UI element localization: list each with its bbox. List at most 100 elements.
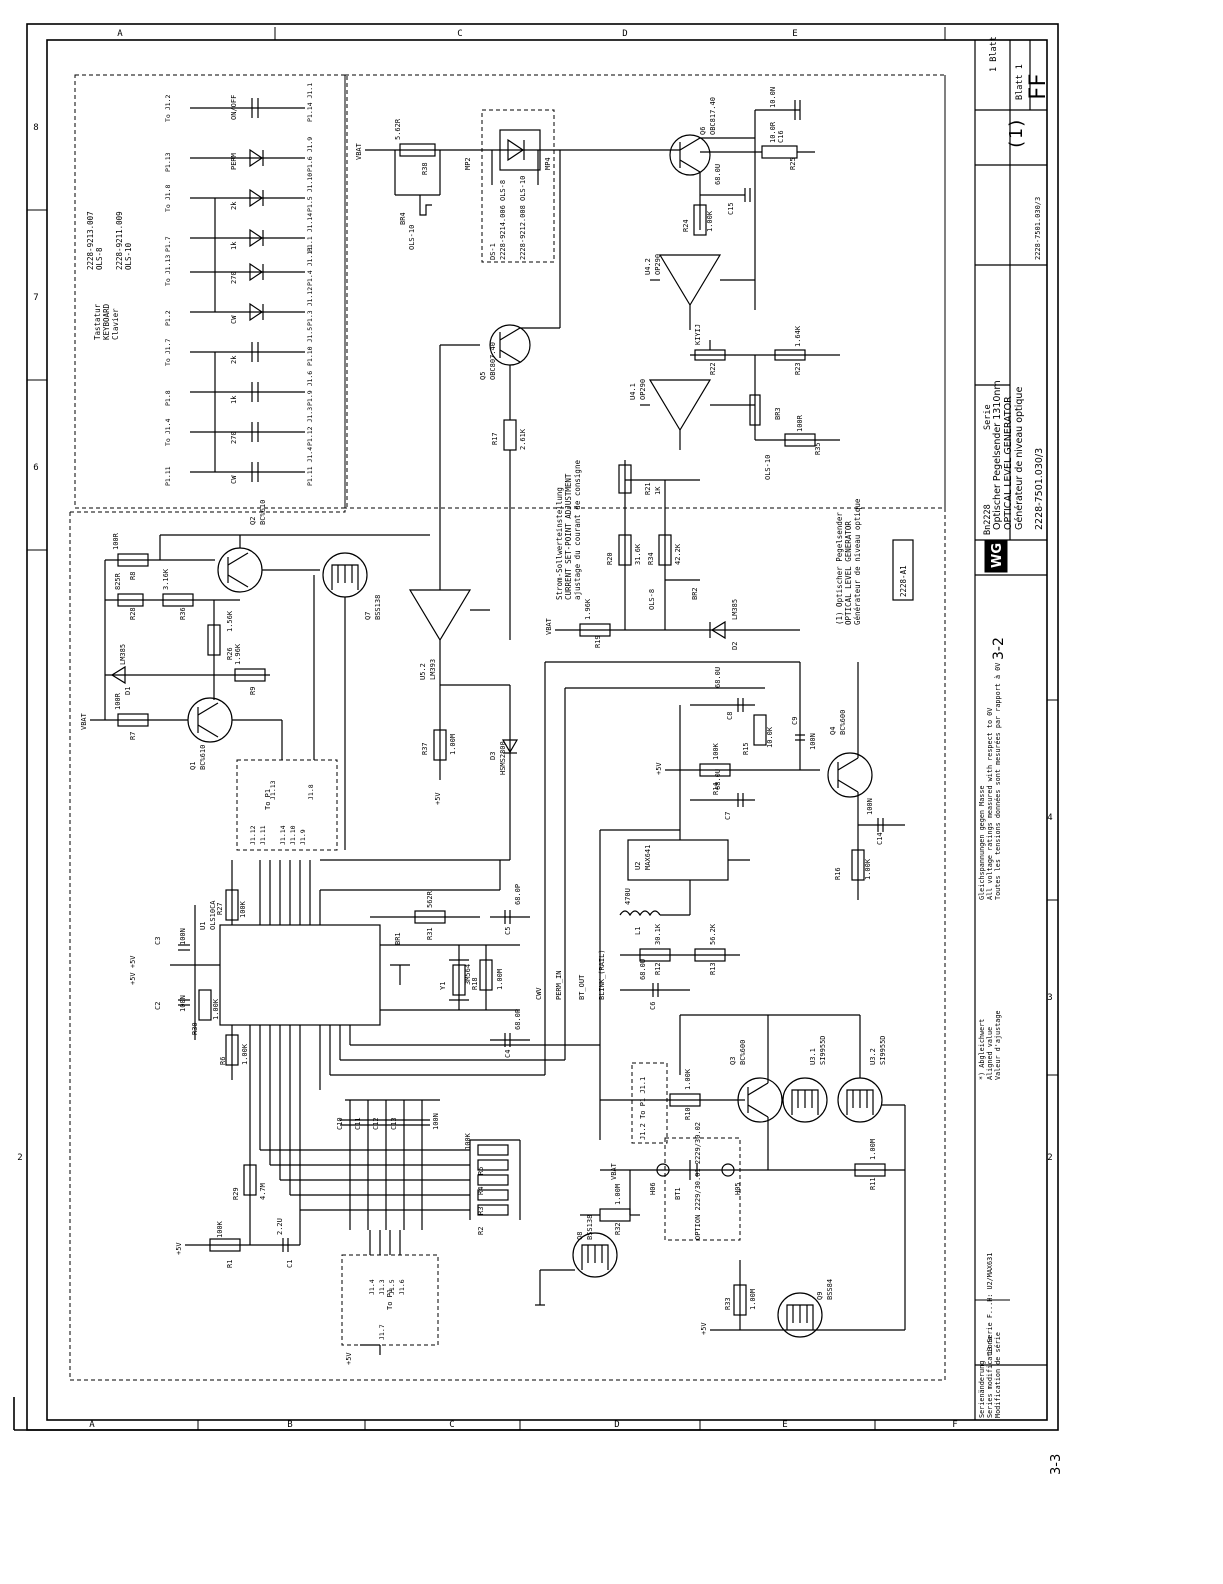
keyboard-pin-right: P1.4 J1.11 [306,247,314,286]
size-code: (1) [1006,117,1027,150]
q9-type: BSS84 [826,1279,834,1300]
board-outlines [69,74,946,1381]
j11-outline [631,1062,668,1144]
u3-1-ref: U3.1 [809,1048,817,1065]
r34-val: 42.2K [674,543,682,565]
r29-ref: R29 [232,1187,240,1200]
title-en: OPTICAL LEVEL GENERATOR [1003,396,1014,530]
c8-ref: C8 [726,712,734,720]
c3-ref: C3 [154,937,162,945]
keyboard-pin-right: P1.3 J1.12 [306,287,314,326]
sheet-border [13,23,1059,1431]
bt1-option: OPTION 2229/30.01 2229/30.02 [694,1122,702,1240]
q4-ref: Q4 [829,727,837,735]
r33-ref: R33 [724,1297,732,1310]
c10-val: 10.0N [769,87,777,108]
r26-ref: R26 [226,647,234,660]
keyboard-key-label: ON/OFF [230,95,238,120]
u2-type: MAX641 [644,845,652,870]
r12-ref: R12 [654,962,662,975]
col-d-bottom: D [614,1420,619,1430]
u1-ref: U1 [199,922,207,930]
cbank-val: 100N [432,1113,440,1130]
r30-val: 1.00K [212,998,220,1020]
rbank-val: 100K [464,1132,472,1150]
sig-cwv: CWV [535,987,543,1000]
keyboard-pin-left: P1.11 [164,466,172,486]
j1-bottom-outline [341,1254,439,1346]
q5-ref: Q5 [479,372,487,380]
bottom-left-section [185,1099,521,1355]
bank-resistor [477,1174,509,1186]
bank-resistor [477,1189,509,1201]
plus5-label-4: +5V [175,1242,183,1255]
c16-ref: C16 [777,130,785,143]
connector-top-pin: J1.14 [279,825,287,845]
connector-bottom-pin: J1.6 [398,1279,406,1295]
keyboard-part1-ols: OLS-8 [95,247,104,270]
q1-type: BC%610 [199,745,207,770]
plus5-label-2: +5V [655,762,663,775]
plus5-label-5: +5V [345,1352,353,1365]
laser-driver [365,100,840,640]
keyboard-key-label: PERM [230,153,238,170]
l1-ref: L1 [634,927,642,935]
r11-ref: R11 [869,1177,877,1190]
ds1-outline [481,109,555,263]
keyboard-section: Tastatur KEYBOARD Clavier 2228-9213.007 … [86,211,133,340]
u4-2-type: OP290 [654,254,662,275]
u4-2-ref: U4.2 [644,258,652,275]
q2-type: BC%610 [259,500,267,525]
r6-ref: R6 [219,1057,227,1065]
r12-val: 30.1K [654,923,662,945]
rails-label: +5V +5V [129,955,137,985]
c14-val: 100N [866,798,874,815]
connector-bottom-pin: J1.3 [378,1279,386,1295]
h05-ref: H05 [734,1182,742,1195]
r14-ref: R14 [712,782,720,795]
u2-ref: U2 [634,862,642,870]
c4-val: 68.0P [514,1009,522,1030]
title-block [974,40,1047,1420]
u5-2-ref: U5.2 [419,663,427,680]
setpoint-fr: ajustage du courant de consigne [573,460,582,600]
c8-val: 68.0U [714,667,722,688]
sheet-label: 1 Blatt [989,36,999,72]
keyboard-pin-right: P1.14 J1.1 [306,83,314,122]
board-top-outline [344,74,946,509]
ds1-ref: DS-1 [489,243,497,260]
keyboard-key-label: 270 [230,271,238,284]
laser-driver-labels: VBAT 5.62R R38 MP2 MP4 BR4 OLS-10 DS-1 2… [355,87,822,650]
note-voltage-en: All voltage ratings measured with respec… [986,708,994,900]
col-b-bottom: B [287,1420,292,1430]
r36-ref: R36 [179,607,187,620]
mp2-ref: MP2 [464,157,472,170]
r23-val: 1.64K [794,325,802,347]
r21-ref: R21 [644,482,652,495]
r30-ref: R30 [191,1022,199,1035]
r7-ref: R7 [129,732,137,740]
c15-ref: C15 [727,202,735,215]
q7-ref: Q7 [364,612,372,620]
c6-val: 68.0U [639,959,647,980]
c9-val: 100N [809,733,817,750]
y1-val: 3M564 [464,964,472,985]
q6-type: OBC817.40 [709,97,717,135]
setpoint-de: Strom-Sollwerteinstellung [555,487,564,600]
keyboard-pin-right: P1.11 J1.4 [306,447,314,486]
column-markers-bottom: A B C D E F [89,1420,958,1430]
keyboard-pin-left: To J1.4 [164,419,172,446]
footnote-de: *) Abgleichwert [978,1019,986,1080]
keyboard-pin-right: P1.12 J1.3 [306,407,314,446]
plus5-label-3: +5V [700,1322,708,1335]
gen-en: OPTICAL LEVEL GENERATOR [844,521,853,625]
c4-ref: C4 [504,1050,512,1058]
r4-ref: R4 [477,1187,485,1195]
r26-val: 1.56K [226,610,234,632]
company-logo: WG [984,539,1008,573]
q7-type: BSS138 [374,595,382,620]
model-no: Bn2228 [983,504,993,535]
